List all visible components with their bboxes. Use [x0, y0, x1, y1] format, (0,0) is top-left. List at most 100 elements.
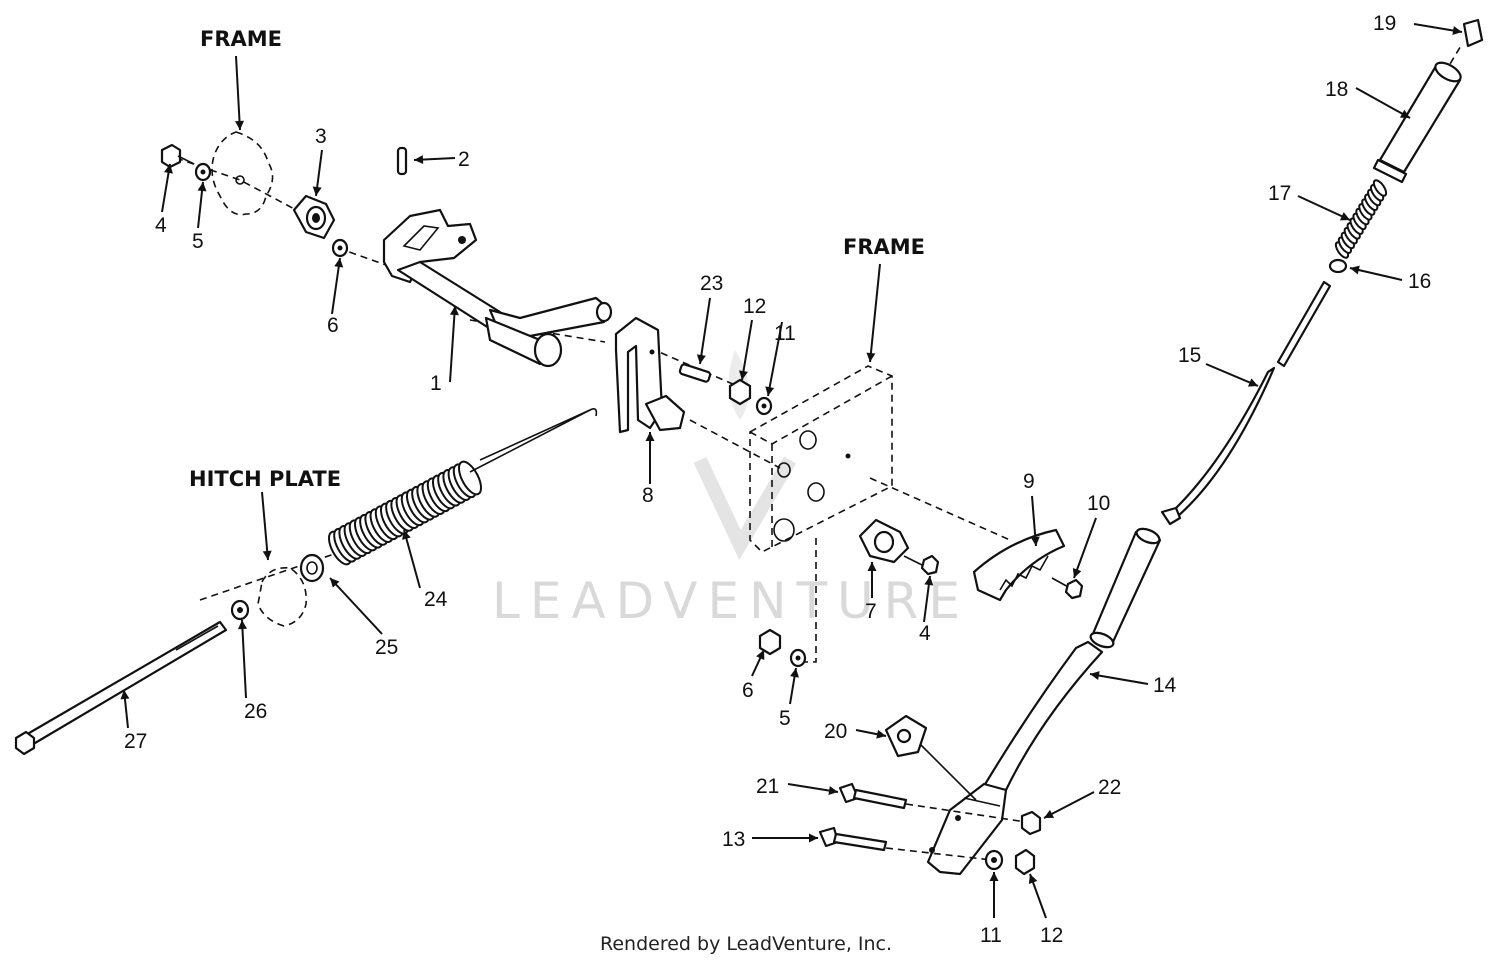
frame-label-center: FRAME [843, 235, 925, 259]
washer-part-5-bottom [789, 648, 807, 668]
arrowhead [330, 578, 340, 588]
callout-3: 3 [315, 125, 327, 148]
hitch-plate-label: HITCH PLATE [189, 467, 341, 491]
spring-coil [1372, 179, 1388, 197]
arrowhead [120, 690, 130, 700]
callout-12: 12 [743, 295, 766, 318]
frame-label-left: FRAME [200, 27, 282, 51]
callout-1: 1 [430, 372, 442, 395]
callout-23: 23 [700, 272, 723, 295]
leader-line [241, 619, 247, 699]
callout-11: 11 [774, 322, 796, 345]
bracket-part-20 [884, 714, 928, 758]
arrowhead [989, 872, 999, 881]
leader-line [1089, 673, 1149, 685]
washer-part-16 [1328, 258, 1348, 274]
arrowhead [756, 650, 765, 661]
hitch-plate-outline [257, 566, 307, 627]
arrowhead [876, 729, 886, 739]
nut-part-12-top [728, 378, 752, 406]
bolt-part-23 [678, 363, 712, 383]
arrowhead [790, 668, 799, 678]
arrowhead [1090, 671, 1100, 680]
arrowhead [828, 786, 838, 796]
leader-line [741, 319, 753, 381]
callout-11-bottom: 11 [980, 924, 1002, 947]
nut-part-6-bottom [758, 628, 782, 656]
arrowhead [1030, 536, 1040, 546]
long-bolt-part-27 [14, 620, 228, 756]
knob-part-19 [1462, 18, 1484, 48]
lever-tube-part-14 [926, 527, 1162, 876]
leader-lines [120, 23, 1463, 919]
callout-6-bottom: 6 [742, 679, 754, 702]
callout-21: 21 [756, 775, 779, 798]
arrowhead [414, 155, 424, 165]
callout-8: 8 [642, 484, 654, 507]
arrowhead [867, 562, 877, 571]
nut-part-22 [1020, 810, 1042, 836]
bearing-flange-part-3 [292, 194, 336, 240]
leader-line [235, 55, 241, 131]
arrowhead [1350, 265, 1360, 275]
callout-12-bottom: 12 [1040, 924, 1063, 947]
lever-shaft-part-1 [382, 208, 613, 368]
arrowhead [262, 550, 272, 560]
watermark: LEADVENTURE [492, 350, 970, 630]
callout-6: 6 [327, 314, 339, 337]
bolt-part-13 [818, 826, 888, 852]
leader-line [449, 305, 456, 383]
arrowhead [164, 164, 173, 174]
flange-part-7 [858, 518, 910, 564]
washer-part-26 [230, 599, 250, 621]
leader-line [1043, 791, 1095, 819]
leader-line [767, 321, 783, 397]
arrowhead [1452, 26, 1462, 35]
spring-seat-part-25 [299, 553, 325, 583]
arrowhead [645, 432, 655, 441]
footer-credit: Rendered by LeadVenture, Inc. [600, 933, 892, 955]
bolt-part-4-center [903, 554, 940, 576]
leader-line [1297, 195, 1351, 221]
callout-18: 18 [1325, 78, 1348, 101]
leader-line [403, 529, 421, 589]
arrowhead [924, 576, 934, 586]
pin-part-2 [396, 146, 408, 176]
rod-part-15 [1160, 280, 1332, 526]
arrowhead [809, 833, 818, 843]
leader-line [261, 491, 269, 561]
callout-4-center: 4 [919, 622, 931, 645]
washer-part-5 [194, 162, 212, 182]
sector-plate-part-9 [972, 528, 1066, 602]
leader-line [1205, 363, 1259, 387]
arrowhead [739, 370, 748, 380]
bracket-part-8 [614, 316, 686, 434]
callout-14: 14 [1153, 674, 1177, 697]
callout-26: 26 [244, 700, 267, 723]
callout-10: 10 [1087, 492, 1110, 515]
callout-19: 19 [1373, 12, 1396, 35]
arrowhead [1339, 212, 1350, 221]
arrowhead [237, 620, 247, 630]
callout-5-bottom: 5 [779, 707, 791, 730]
arrowhead [866, 352, 876, 362]
bolt-part-4 [160, 143, 195, 169]
arrowhead [765, 386, 775, 396]
arrowhead [696, 354, 706, 364]
frame-center-plate [749, 365, 893, 553]
arrowhead [1247, 378, 1258, 387]
callout-2: 2 [458, 148, 470, 171]
arrowhead [334, 258, 344, 268]
watermark-text: LEADVENTURE [492, 572, 970, 630]
callout-16: 16 [1408, 270, 1431, 293]
arrowhead [449, 306, 459, 316]
callout-17: 17 [1268, 182, 1291, 205]
arrowhead [1399, 109, 1410, 118]
leader-line [1355, 87, 1411, 119]
leader-line [331, 257, 341, 315]
washer-part-11-bottom [984, 849, 1004, 871]
bolt-part-10 [1051, 577, 1084, 600]
spring-part-17 [1334, 179, 1388, 259]
callout-25: 25 [375, 636, 398, 659]
